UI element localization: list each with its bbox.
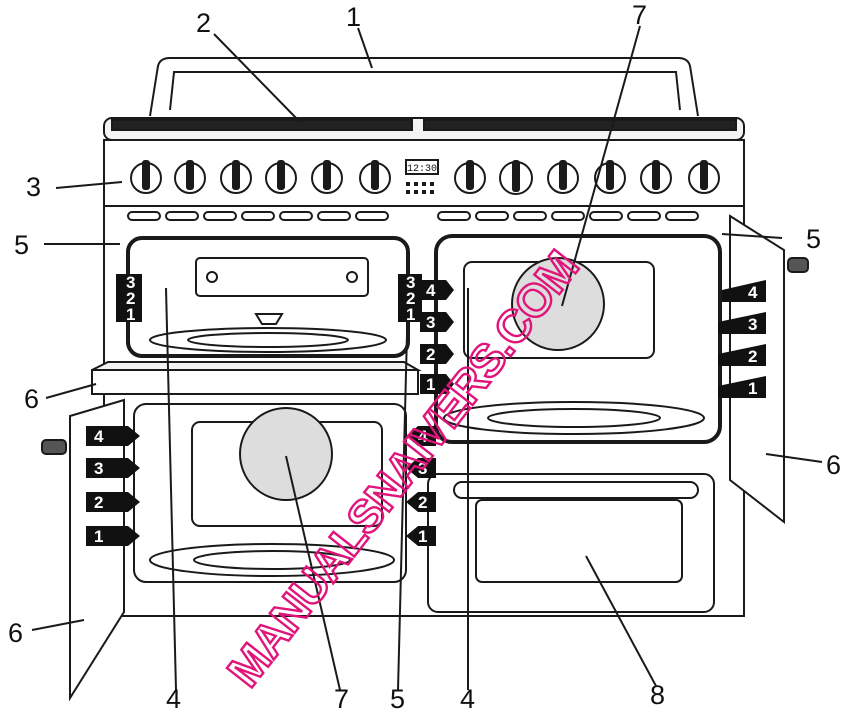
callout-5-bottom: 5 <box>390 684 405 712</box>
callout-8: 8 <box>650 680 665 710</box>
shelf-level-label: 2 <box>406 289 415 308</box>
shelf-level-label: 3 <box>126 273 135 292</box>
shelf-level-label: 1 <box>406 305 415 324</box>
fan-cover <box>239 407 333 501</box>
shelf-level-label: 1 <box>94 527 103 546</box>
right-door <box>729 214 785 525</box>
shelf-level-label: 1 <box>126 305 135 324</box>
shelf-level-label: 4 <box>426 281 436 300</box>
right-oven-shelf-tags: 4 3 2 1 4 3 2 1 <box>420 280 766 398</box>
callout-5-left: 5 <box>14 230 29 260</box>
callout-6-shelf: 6 <box>24 384 39 414</box>
slide-out-shelf <box>91 369 419 395</box>
shelf-level-label: 3 <box>418 459 427 478</box>
callout-2: 2 <box>196 8 211 38</box>
shelf-level-label: 3 <box>748 315 757 334</box>
clock-display: 12:30 <box>405 159 439 194</box>
callout-labels: 1 2 3 5 5 7 6 6 6 4 7 5 4 8 <box>8 0 841 712</box>
top-left-shelf-tags: 3 2 1 3 2 1 <box>116 273 422 324</box>
shelf-level-label: 1 <box>418 527 427 546</box>
right-oven <box>434 234 722 444</box>
callout-6-right: 6 <box>826 450 841 480</box>
shelf-level-label: 4 <box>94 427 104 446</box>
shelf-level-label: 2 <box>748 347 757 366</box>
lower-left-oven <box>133 403 407 583</box>
callout-6-left-door: 6 <box>8 618 23 648</box>
shelf-level-label: 3 <box>426 313 435 332</box>
shelf-level-label: 1 <box>426 375 435 394</box>
callout-4-bottom-b: 4 <box>460 684 475 712</box>
callout-7-bottom: 7 <box>334 684 349 712</box>
clock-readout: 12:30 <box>407 164 437 175</box>
callout-1: 1 <box>346 2 361 32</box>
shelf-level-label: 2 <box>94 493 103 512</box>
splashback <box>149 57 699 117</box>
lower-left-shelf-tags: 4 3 2 1 4 3 2 1 <box>86 426 436 546</box>
vent-slots <box>127 211 699 221</box>
leader-lines <box>31 25 823 691</box>
shelf-level-label: 4 <box>748 283 758 302</box>
shelf-level-label: 1 <box>748 379 757 398</box>
callout-7-top: 7 <box>632 0 647 30</box>
shelf-level-label: 2 <box>426 345 435 364</box>
shelf-level-label: 2 <box>418 493 427 512</box>
shelf-level-label: 3 <box>406 273 415 292</box>
fan-cover <box>511 257 605 351</box>
callout-4-bottom-a: 4 <box>166 684 181 712</box>
callout-3: 3 <box>26 172 41 202</box>
callout-5-right: 5 <box>806 224 821 254</box>
shelf-level-label: 4 <box>418 427 428 446</box>
shelf-level-label: 3 <box>94 459 103 478</box>
shelf-level-label: 2 <box>126 289 135 308</box>
